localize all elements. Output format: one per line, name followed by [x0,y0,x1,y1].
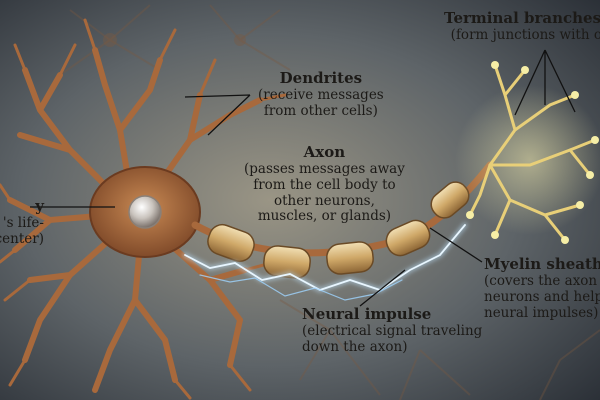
myelin-segment [326,241,374,275]
terminal-glow [455,85,600,235]
myelin-sheath-label: Myelin sheath (covers the axon neurons a… [484,255,600,321]
cell-body-desc-line: 's life- [2,214,44,231]
background-soma [103,33,117,47]
dendrites-desc-line: (receive messages [258,86,384,103]
background-soma [234,34,246,46]
neural-impulse [182,222,468,301]
dendrites-leader [184,94,251,136]
terminal-desc-line: (form junctions with oth [450,26,600,43]
cell-body-desc-line: center) [0,230,44,247]
background-neurons [59,4,600,400]
dendrites-title: Dendrites [279,69,363,87]
myelin-desc-line: neurons and help [484,288,600,305]
myelin-segment [207,223,255,263]
dendrites-label: Dendrites (receive messages from other c… [258,69,384,120]
axon-title: Axon [303,143,346,161]
callout-lines [30,49,576,307]
impulse-desc-line: (electrical signal traveling [302,322,483,339]
myelin-title: Myelin sheath [484,255,600,273]
axon-desc-line: muscles, or glands) [257,208,392,225]
terminal-branches [468,63,597,242]
cell-body-label: y 's life- center) [0,197,44,248]
nucleus [128,195,162,229]
terminal-buttons [466,61,599,244]
impulse-leader [359,269,406,307]
myelin-leader [429,227,483,263]
impulse-desc-line: down the axon) [302,338,408,355]
myelin-desc-line: neural impulses) [484,304,599,321]
dendrites-desc-line: from other cells) [263,102,378,119]
axon-label: Axon (passes messages away from the cell… [244,143,405,225]
myelin-segment [385,219,431,257]
terminal-leader [514,49,576,116]
axon-desc-line: (passes messages away [244,160,405,177]
myelin-desc-line: (covers the axon [484,272,598,289]
neural-impulse-label: Neural impulse (electrical signal travel… [302,305,483,356]
terminal-title: Terminal branches of [444,9,600,27]
cell-body-title: y [35,197,44,215]
dendrites [0,18,287,400]
axon-desc-line: from the cell body to [253,176,396,193]
axon-desc-line: other neurons, [274,192,375,209]
impulse-title: Neural impulse [302,305,432,323]
terminal-branches-label: Terminal branches of (form junctions wit… [444,9,600,44]
